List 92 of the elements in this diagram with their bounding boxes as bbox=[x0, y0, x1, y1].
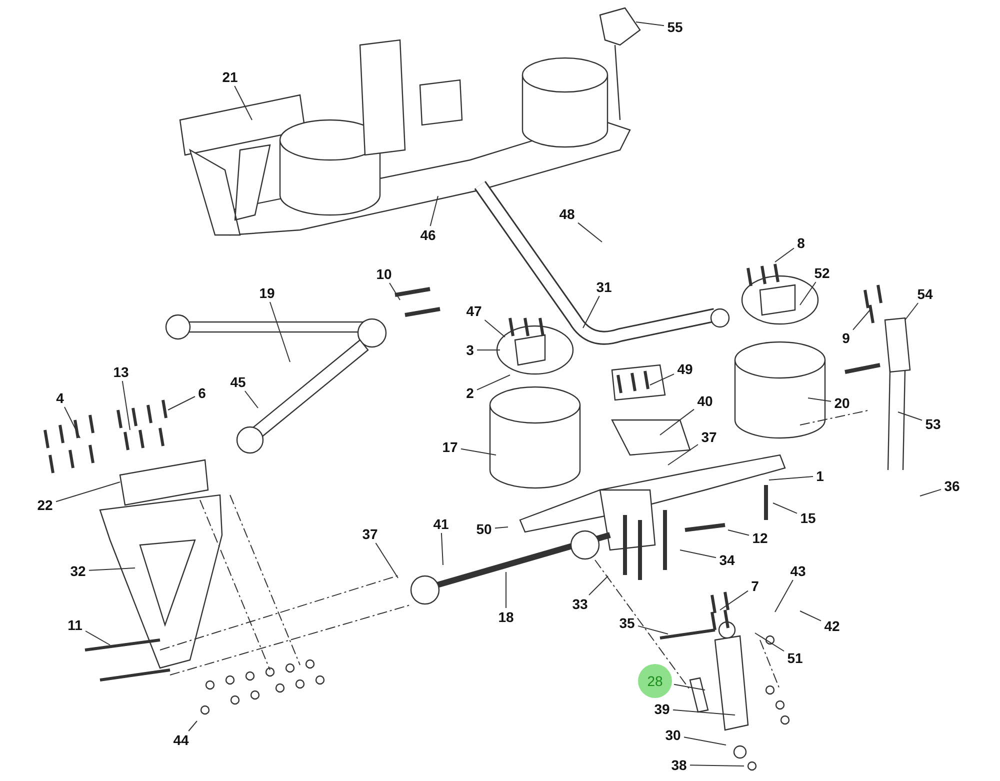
callout-number: 20 bbox=[833, 395, 851, 411]
leader-line bbox=[650, 374, 674, 386]
callout-number: 54 bbox=[916, 286, 934, 302]
callout-number: 45 bbox=[229, 374, 247, 390]
callout-number: 15 bbox=[799, 510, 817, 526]
callout-number: 3 bbox=[465, 342, 475, 358]
leader-line bbox=[484, 320, 506, 338]
leader-line bbox=[808, 398, 832, 402]
callout-number: 10 bbox=[375, 266, 393, 282]
callout-number: 28 bbox=[638, 664, 672, 698]
leader-line bbox=[85, 630, 110, 646]
leader-line bbox=[122, 380, 130, 430]
leader-line bbox=[494, 526, 508, 529]
callout-number: 55 bbox=[666, 19, 684, 35]
callout-number: 2 bbox=[465, 385, 475, 401]
leader-line bbox=[768, 476, 814, 480]
callout-number: 37 bbox=[700, 429, 718, 445]
callout-number: 43 bbox=[789, 563, 807, 579]
leader-line bbox=[244, 390, 258, 408]
leader-line bbox=[578, 222, 602, 242]
callout-number: 35 bbox=[618, 615, 636, 631]
leader-line bbox=[898, 412, 922, 421]
leader-line bbox=[636, 22, 664, 26]
leader-line bbox=[588, 576, 608, 596]
callout-number: 6 bbox=[197, 385, 207, 401]
callout-number: 39 bbox=[653, 701, 671, 717]
leader-line bbox=[56, 482, 120, 502]
callout-number: 42 bbox=[823, 618, 841, 634]
leader-line bbox=[904, 302, 919, 320]
callout-number: 30 bbox=[664, 727, 682, 743]
callout-number: 19 bbox=[258, 285, 276, 301]
callout-number: 46 bbox=[419, 227, 437, 243]
callout-number: 49 bbox=[676, 361, 694, 377]
callout-number: 48 bbox=[558, 206, 576, 222]
leader-line bbox=[668, 444, 698, 466]
callout-number: 8 bbox=[796, 235, 806, 251]
callout-number: 1 bbox=[815, 468, 825, 484]
leader-line bbox=[440, 532, 444, 566]
callout-number: 50 bbox=[475, 521, 493, 537]
leader-line bbox=[582, 296, 600, 328]
callout-number: 36 bbox=[943, 478, 961, 494]
leader-line bbox=[660, 408, 694, 436]
callout-number: 11 bbox=[66, 617, 84, 633]
callout-number: 13 bbox=[112, 364, 130, 380]
callout-number: 7 bbox=[750, 578, 760, 594]
leader-line bbox=[64, 406, 80, 438]
leader-line bbox=[852, 310, 870, 330]
callout-number: 37 bbox=[361, 526, 379, 542]
callout-number: 9 bbox=[841, 330, 851, 346]
callout-number: 21 bbox=[221, 69, 239, 85]
leader-line bbox=[430, 196, 438, 226]
callout-number: 44 bbox=[172, 732, 190, 748]
leader-line bbox=[234, 86, 252, 120]
callout-number: 40 bbox=[696, 393, 714, 409]
leader-line bbox=[772, 502, 798, 514]
leader-line bbox=[672, 709, 736, 716]
leader-line bbox=[168, 396, 196, 410]
callout-number: 33 bbox=[571, 596, 589, 612]
leader-line bbox=[270, 302, 290, 362]
leader-line bbox=[638, 625, 668, 634]
callout-number: 41 bbox=[432, 516, 450, 532]
leader-line bbox=[680, 550, 716, 558]
leader-line bbox=[800, 282, 816, 306]
callout-number: 34 bbox=[718, 552, 736, 568]
callout-number: 4 bbox=[55, 390, 65, 406]
callout-number: 53 bbox=[924, 416, 942, 432]
leader-line bbox=[375, 542, 398, 578]
callout-number: 12 bbox=[751, 530, 769, 546]
leader-line bbox=[674, 684, 706, 690]
leader-line bbox=[389, 282, 400, 300]
leader-line bbox=[88, 568, 136, 571]
leader-line bbox=[774, 580, 794, 612]
leader-line bbox=[774, 248, 794, 262]
callout-number: 32 bbox=[69, 563, 87, 579]
callout-number: 52 bbox=[813, 265, 831, 281]
leader-line bbox=[720, 590, 748, 610]
callout-number: 17 bbox=[441, 439, 459, 455]
leader-line bbox=[476, 374, 510, 390]
leader-line bbox=[754, 632, 784, 652]
leader-line bbox=[460, 448, 496, 456]
leader-line bbox=[920, 488, 942, 496]
leader-line bbox=[800, 610, 822, 622]
callout-number: 22 bbox=[36, 497, 54, 513]
callout-number: 31 bbox=[595, 279, 613, 295]
callout-number: 51 bbox=[786, 650, 804, 666]
leader-line bbox=[188, 720, 198, 732]
callout-number: 47 bbox=[465, 303, 483, 319]
leader-line bbox=[684, 736, 726, 746]
callout-number: 38 bbox=[670, 757, 688, 773]
callout-number: 18 bbox=[497, 609, 515, 625]
leader-line bbox=[690, 764, 744, 766]
leader-line bbox=[728, 530, 750, 536]
